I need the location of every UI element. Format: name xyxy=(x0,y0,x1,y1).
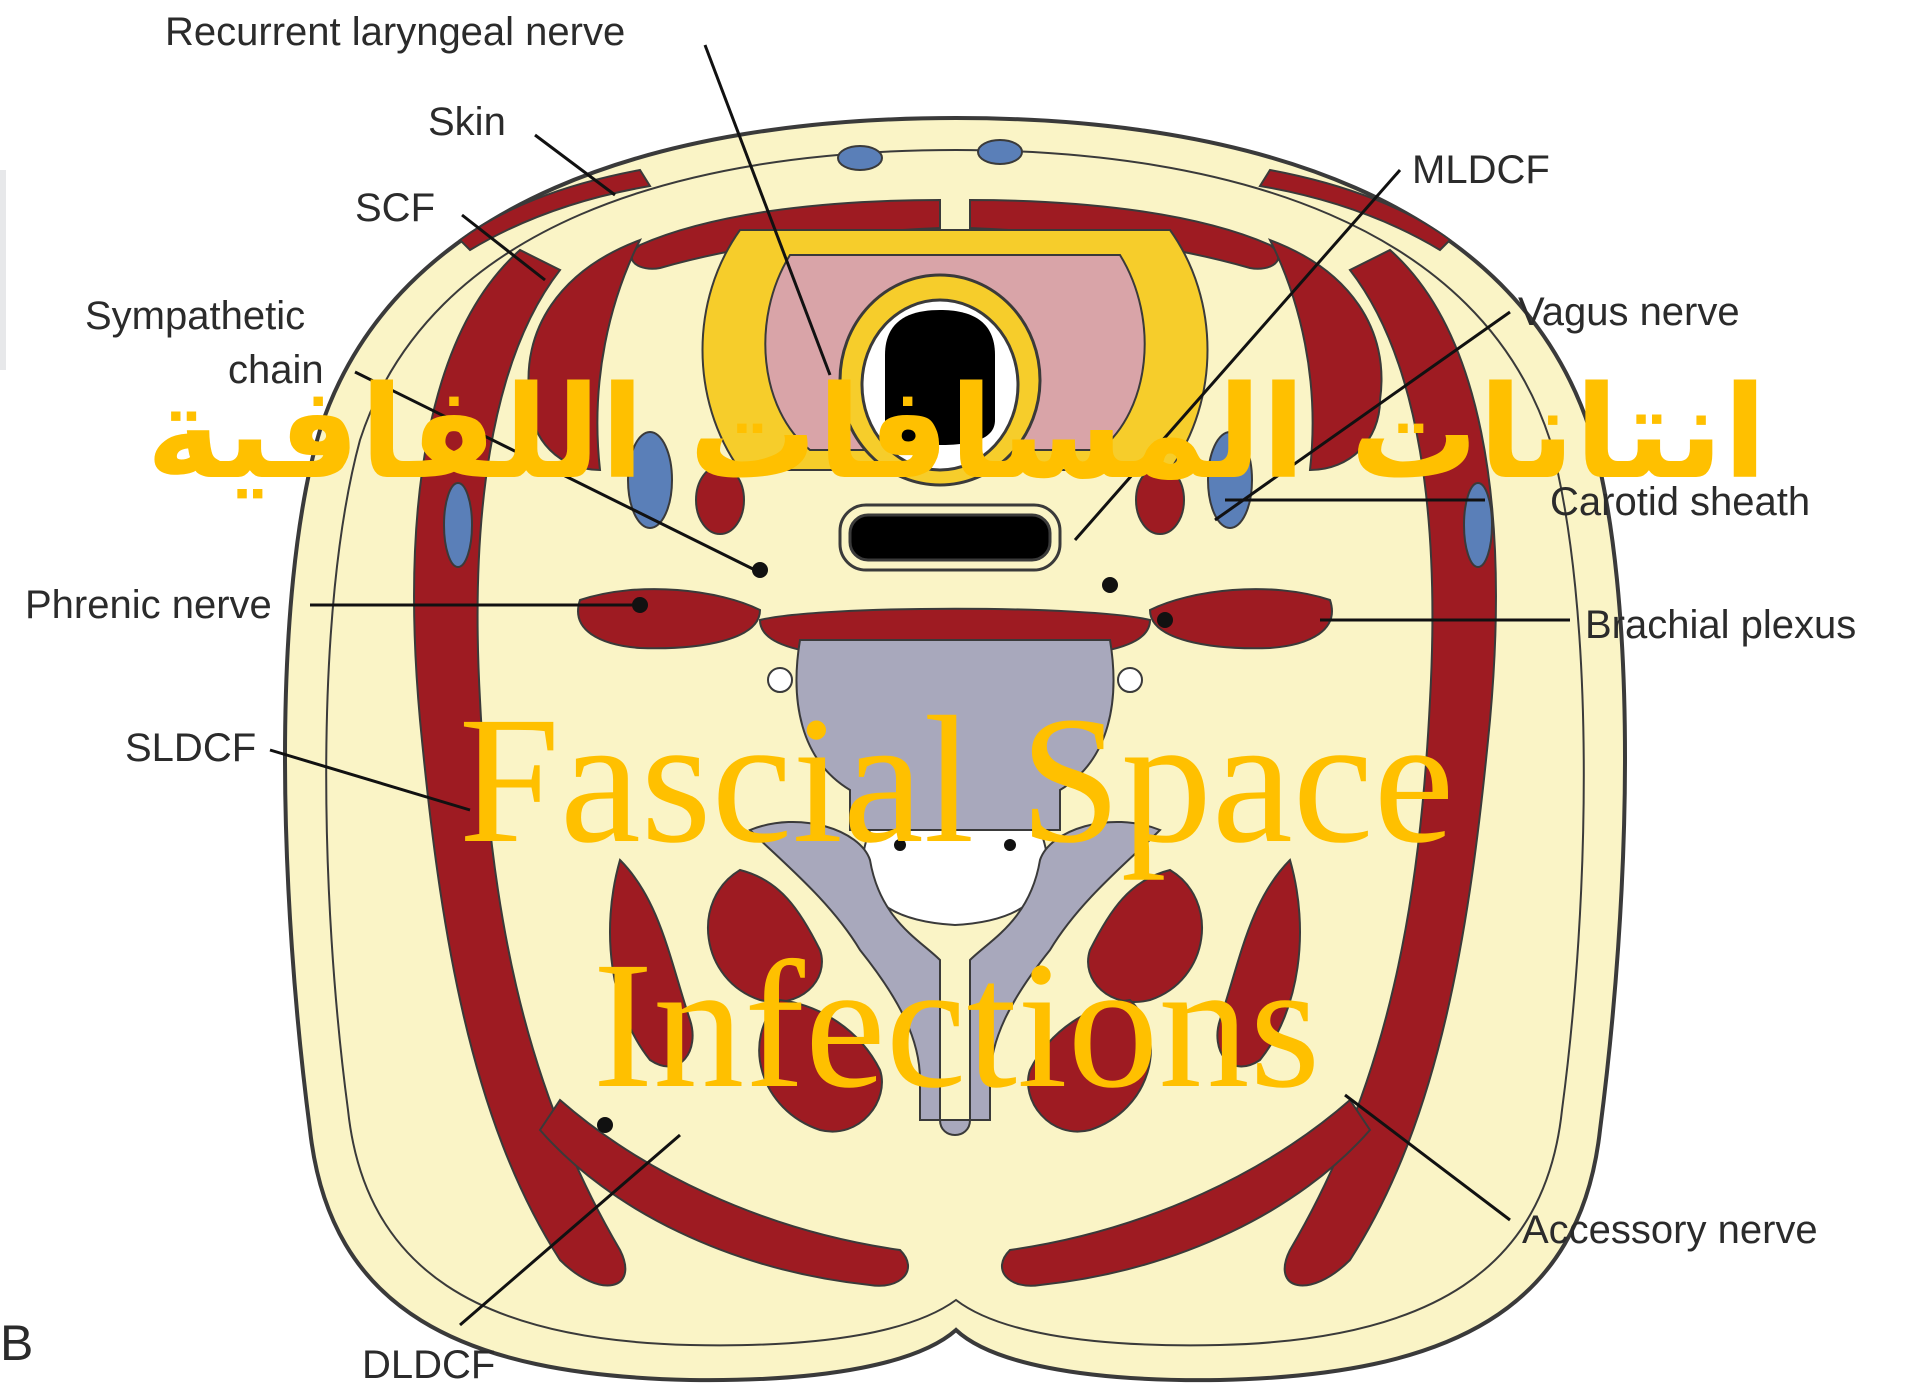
label-mldcf: MLDCF xyxy=(1412,150,1550,190)
title-english-line-2: Infections xyxy=(0,935,1913,1117)
label-recurrent-laryngeal-nerve: Recurrent laryngeal nerve xyxy=(165,12,625,52)
label-vagus-nerve: Vagus nerve xyxy=(1518,292,1740,332)
label-accessory-nerve: Accessory nerve xyxy=(1522,1210,1818,1250)
label-skin: Skin xyxy=(428,102,506,142)
esophagus xyxy=(850,515,1050,560)
nerve-dot-right-2 xyxy=(1157,612,1173,628)
figure-letter: B xyxy=(0,1318,33,1368)
label-scf: SCF xyxy=(355,188,435,228)
nerve-dot-right-1 xyxy=(1102,577,1118,593)
anterior-jugular-left xyxy=(838,146,882,170)
anterior-jugular-right xyxy=(978,140,1022,164)
title-arabic: انتانات المسافات اللفافية xyxy=(0,370,1913,498)
title-english-line-1: Fascial Space xyxy=(0,690,1913,872)
label-phrenic-nerve: Phrenic nerve xyxy=(25,585,272,625)
label-dldcf: DLDCF xyxy=(362,1345,495,1385)
label-sympathetic: Sympathetic xyxy=(85,296,305,336)
label-brachial-plexus: Brachial plexus xyxy=(1585,605,1856,645)
